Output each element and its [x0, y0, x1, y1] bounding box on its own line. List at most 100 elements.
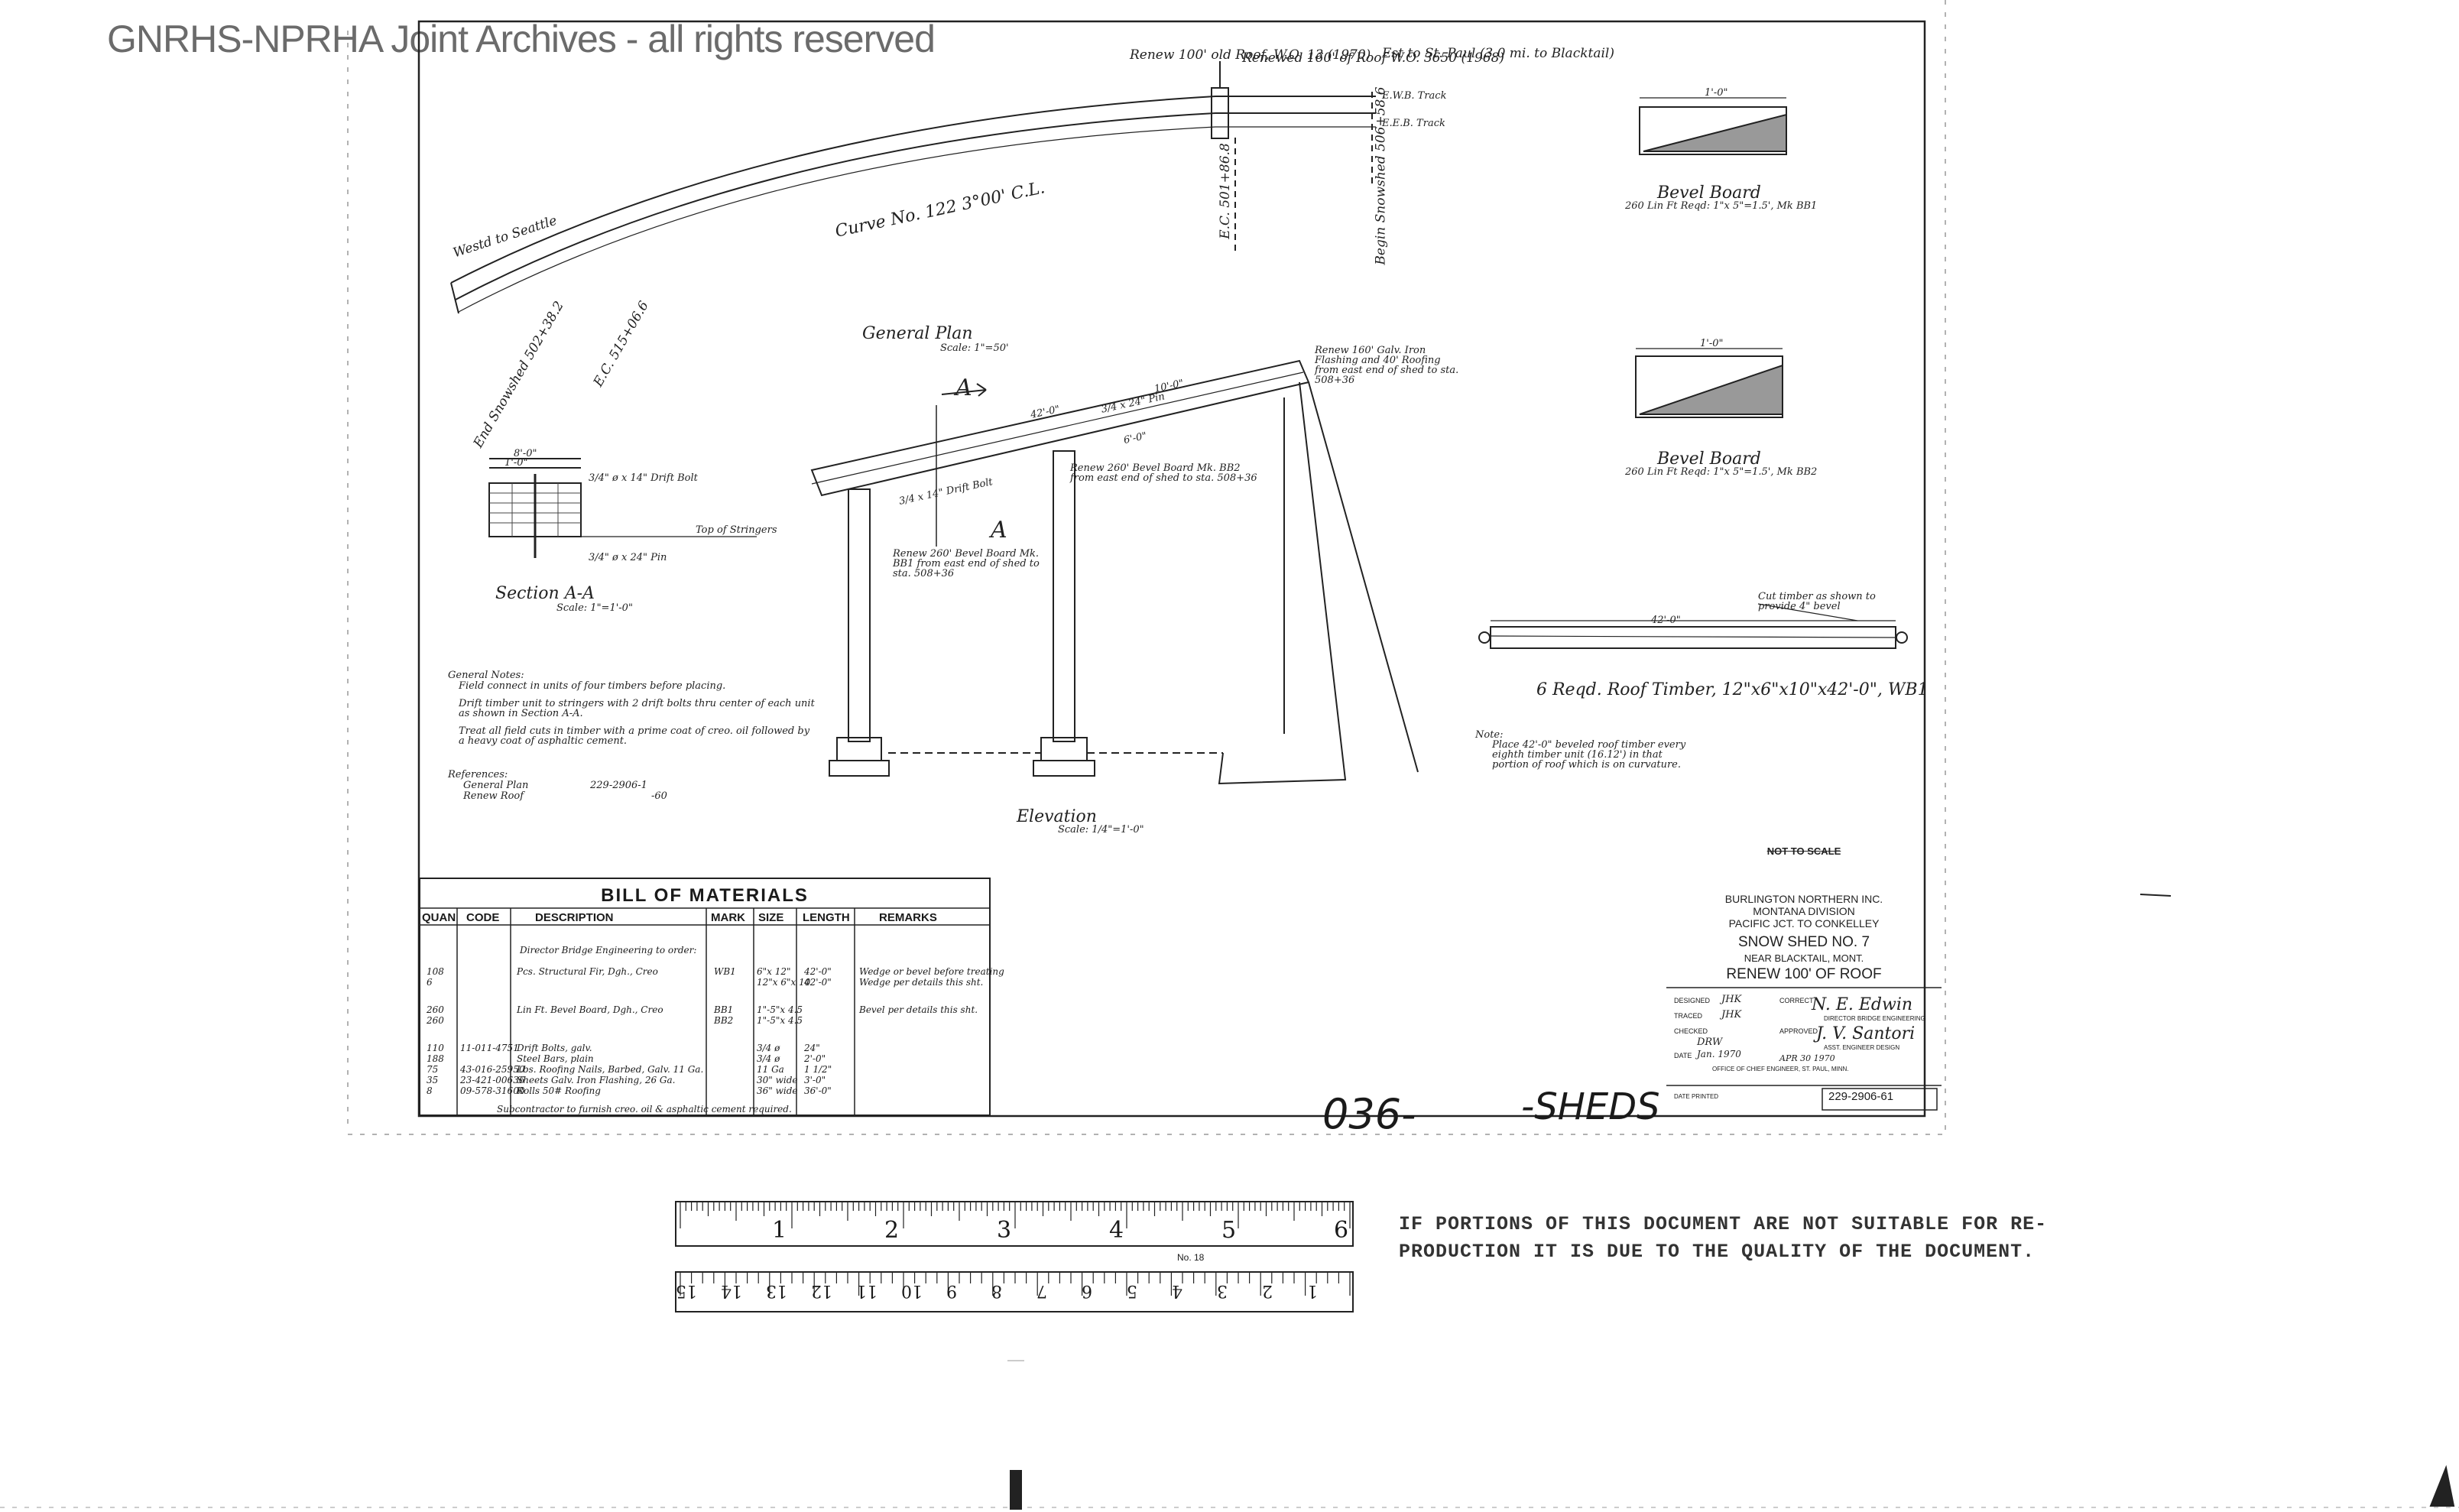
- approved-label: APPROVED: [1779, 1027, 1818, 1035]
- track-curve-edge: [458, 126, 1216, 313]
- company-name: BURLINGTON NORTHERN INC.: [1724, 893, 1883, 905]
- track-curve-outer: [450, 96, 1216, 284]
- elevation-slope-line: [1308, 381, 1419, 773]
- bevel-bb1-note: Renew 260' Bevel Board Mk. BB1 from east…: [893, 548, 1040, 579]
- section-arrow-top: [941, 389, 987, 395]
- section-mark-bottom: A: [991, 517, 1007, 543]
- bom-cell-size: 1"-5"x 4.5: [757, 1015, 803, 1026]
- bom-cell-size: 30" wide: [757, 1075, 798, 1085]
- bom-cell-length: 36'-0": [804, 1085, 832, 1096]
- track-curve-inner: [455, 112, 1216, 300]
- bom-title: BILL OF MATERIALS: [601, 885, 809, 906]
- bom-cell-size: 12"x 6"x 10: [757, 977, 811, 988]
- bom-header-mark: MARK: [711, 911, 745, 924]
- bom-cell-length: 42'-0": [804, 966, 832, 977]
- approved-signature: J. V. Santori: [1816, 1024, 1916, 1043]
- bom-cell-code: 09-578-31600: [460, 1085, 525, 1096]
- reference-2-number: -60: [651, 790, 667, 802]
- bom-cell-size: 6"x 12": [757, 966, 791, 977]
- cut-timber-note: Cut timber as shown to provide 4" bevel: [1758, 591, 1876, 612]
- edge-mark: [2139, 894, 2172, 897]
- bom-cell-quan: 260: [427, 1015, 444, 1026]
- references-heading: References:: [448, 769, 508, 780]
- ruler-bottom-number: 10: [901, 1281, 923, 1300]
- general-plan-scale: Scale: 1"=50': [940, 342, 1009, 354]
- ruler-bottom-number: 9: [946, 1281, 957, 1300]
- elevation-scale: Scale: 1/4"=1'-0": [1058, 824, 1144, 835]
- bom-cell-quan: 8: [427, 1085, 433, 1096]
- roof-timber-title: 6 Reqd. Roof Timber, 12"x6"x10"x42'-0", …: [1536, 680, 1929, 699]
- bom-cell-mark: WB1: [714, 966, 736, 977]
- ruler-bottom-number: 13: [766, 1281, 787, 1300]
- bom-cell-desc: Rolls 50# Roofing: [517, 1085, 601, 1096]
- bom-footer: Subcontractor to furnish creo. oil & asp…: [497, 1104, 792, 1115]
- begin-snowshed-label: Begin Snowshed 506+58.6: [1373, 86, 1389, 265]
- office-label: OFFICE OF CHIEF ENGINEER, ST. PAUL, MINN…: [1712, 1066, 1849, 1072]
- segment-name: PACIFIC JCT. TO CONKELLEY: [1728, 917, 1880, 930]
- traced-label: TRACED: [1674, 1012, 1703, 1020]
- bom-cell-length: 2'-0": [804, 1053, 826, 1064]
- bevel-1-dim: 1'-0": [1705, 87, 1728, 99]
- bom-cell-size: 1"-5"x 4.5: [757, 1004, 803, 1015]
- date-printed-label: DATE PRINTED: [1674, 1093, 1719, 1100]
- bom-cell-desc: Lbs. Roofing Nails, Barbed, Galv. 11 Ga.: [517, 1064, 704, 1075]
- ruler-top-number: 2: [884, 1217, 900, 1244]
- designed-by: JHK: [1721, 994, 1742, 1005]
- bom-cell-length: 24": [804, 1043, 820, 1053]
- ec-label: E.C. 501+86.8: [1217, 143, 1233, 239]
- bom-cell-quan: 75: [427, 1064, 439, 1075]
- bevel-1-desc: 260 Lin Ft Reqd: 1"x 5"=1.5', Mk BB1: [1625, 200, 1818, 212]
- division-name: MONTANA DIVISION: [1753, 905, 1855, 917]
- drawing-date: Jan. 1970: [1697, 1049, 1741, 1059]
- bevel-2-dim: 1'-0": [1700, 338, 1724, 349]
- bevel-2-desc: 260 Lin Ft Reqd: 1"x 5"=1.5', Mk BB2: [1625, 466, 1818, 478]
- file-label-right: -SHEDS: [1521, 1085, 1660, 1128]
- bevel-board-2-wedge: [1639, 364, 1783, 415]
- bom-cell-quan: 35: [427, 1075, 439, 1085]
- section-aa-scale: Scale: 1"=1'-0": [556, 602, 633, 614]
- ruler-model: No. 18: [1177, 1252, 1205, 1263]
- bom-cell-mark: BB2: [714, 1015, 734, 1026]
- section-aa-title: Section A-A: [495, 584, 595, 603]
- general-plan-title: General Plan: [862, 324, 973, 343]
- flashing-note: Renew 160' Galv. Iron Flashing and 40' R…: [1315, 345, 1459, 386]
- bom-cell-remarks: Wedge or bevel before treating: [859, 966, 1004, 977]
- traced-by: JHK: [1721, 1009, 1742, 1020]
- section-aa-drift-bolt: 3/4" ø x 14" Drift Bolt: [589, 472, 698, 484]
- checked-by: DRW: [1697, 1037, 1723, 1048]
- bom-cell-quan: 260: [427, 1004, 444, 1015]
- elevation-title: Elevation: [1017, 807, 1097, 826]
- bom-header-remarks: REMARKS: [879, 911, 937, 924]
- bom-header-length: LENGTH: [803, 911, 850, 924]
- bom-cell-remarks: Bevel per details this sht.: [859, 1004, 978, 1015]
- section-mark-top: A: [955, 375, 972, 401]
- bom-cell-quan: 188: [427, 1053, 444, 1064]
- ruler-bottom-number: 5: [1127, 1281, 1137, 1300]
- reproduction-notice: IF PORTIONS OF THIS DOCUMENT ARE NOT SUI…: [1399, 1211, 2047, 1266]
- ruler-bottom-number: 14: [721, 1281, 742, 1300]
- ruler-bottom-number: 7: [1036, 1281, 1047, 1300]
- bom-cell-quan: 108: [427, 966, 444, 977]
- bom-cell-code: 43-016-25950: [460, 1064, 525, 1075]
- ruler-bottom-number: 12: [811, 1281, 832, 1300]
- not-to-scale: NOT TO SCALE: [1766, 845, 1841, 857]
- section-aa-pin: 3/4" ø x 24" Pin: [589, 552, 667, 563]
- bom-cell-length: 42'-0": [804, 977, 832, 988]
- shed-location: NEAR BLACKTAIL, MONT.: [1744, 952, 1864, 964]
- ruler-top: [675, 1201, 1354, 1247]
- ruler-bottom-number: 15: [676, 1281, 697, 1300]
- drawing-number: 229-2906-61: [1828, 1090, 1894, 1103]
- notice-line-2: PRODUCTION IT IS DUE TO THE QUALITY OF T…: [1399, 1241, 2036, 1263]
- ruler-top-number: 4: [1109, 1217, 1124, 1244]
- ruler-bottom-number: 4: [1172, 1281, 1182, 1300]
- ruler-top-number: 6: [1334, 1217, 1349, 1244]
- notes-heading: General Notes:: [448, 670, 524, 681]
- ruler-top-number: 5: [1221, 1217, 1237, 1244]
- bom-cell-quan: 110: [427, 1043, 444, 1053]
- bom-header-size: SIZE: [758, 911, 784, 924]
- bom-cell-size: 36" wide: [757, 1085, 798, 1096]
- elevation-post-right: [1053, 450, 1075, 742]
- bom-director: Director Bridge Engineering to order:: [520, 945, 697, 956]
- timber-note-heading: Note:: [1475, 729, 1504, 741]
- reference-1-number: 229-2906-1: [590, 780, 647, 791]
